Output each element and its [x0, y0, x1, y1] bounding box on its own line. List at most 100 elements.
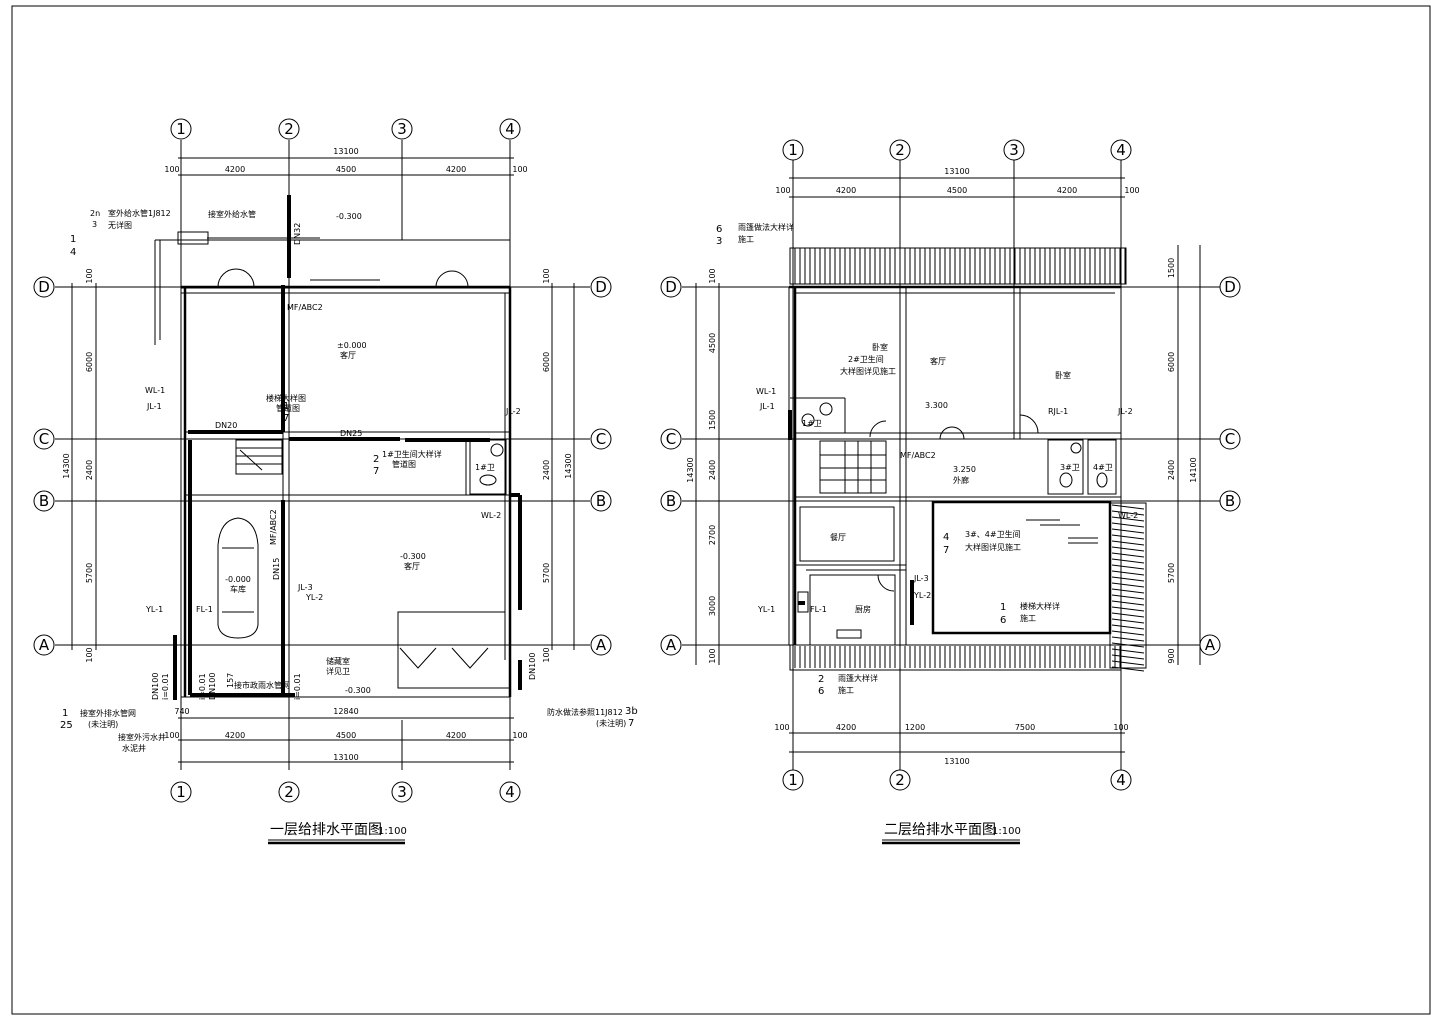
axis-label: B [1225, 492, 1235, 510]
hatch-line [1111, 570, 1145, 576]
hatch-line [1111, 660, 1145, 666]
dimensions-left: 14300 100 4500 1500 2400 2700 3000 100 [686, 268, 720, 665]
dimensions-right: 14300 100 6000 2400 5700 100 [542, 268, 575, 663]
note: 雨篷做法大样详 [738, 222, 794, 232]
ref-number: 3b [625, 706, 638, 717]
annotations: 卧室 2#卫生间 大样图详见施工 客厅 卧室 3.300 3.250 外廊 MF… [716, 222, 1138, 697]
ref-number: 6 [818, 686, 824, 697]
dim: 2700 [708, 525, 717, 545]
dim: 100 [774, 723, 789, 732]
axis-label: C [1225, 430, 1235, 448]
ref-number: 1 [62, 708, 68, 719]
scale: 1:100 [378, 826, 407, 837]
dim: 4200 [1057, 186, 1077, 195]
note: 施工 [1020, 613, 1036, 623]
elevation: -0.000 [225, 575, 251, 584]
dim: 2400 [708, 460, 717, 480]
hatch-line [1111, 546, 1145, 552]
dim: 100 [1124, 186, 1139, 195]
dim: 4200 [225, 165, 245, 174]
pipes [173, 195, 522, 700]
dim: 100 [775, 186, 790, 195]
toilet-label: 4#卫 [1093, 463, 1113, 472]
note: 接室外污水井 [118, 732, 166, 742]
axis-label: 2 [895, 771, 905, 789]
note: 防水做法参照11J812 [547, 707, 623, 717]
ref-number: 2n [90, 209, 100, 218]
axis-label: B [596, 492, 606, 510]
dim: 100 [85, 647, 94, 662]
elevation: ±0.000 [337, 341, 367, 350]
dim: 740 [174, 707, 189, 716]
pipe-label: i=0.01 [161, 673, 170, 700]
dim: 100 [708, 648, 717, 663]
pipes [788, 410, 914, 625]
hatch-line [1111, 576, 1145, 582]
axis-label: 2 [895, 141, 905, 159]
room-name: 客厅 [340, 350, 356, 360]
toilet-label: 3#卫 [1060, 463, 1080, 472]
pipe-label: JL-2 [505, 407, 521, 416]
note: 3#、4#卫生间 [965, 529, 1021, 539]
note: 接室外排水管网 [80, 708, 136, 718]
note: 大样图详见施工 [840, 366, 896, 376]
note: 雨篷大样详 [838, 673, 878, 683]
dim: 6000 [85, 352, 94, 372]
pipe-label: FL-1 [196, 605, 213, 614]
walls [154, 231, 512, 698]
dim-total: 14300 [62, 453, 71, 478]
hatch-line [1111, 504, 1145, 510]
hatch-line [1111, 624, 1145, 630]
room-name: 客厅 [930, 356, 946, 366]
axis-label: 3 [1009, 141, 1019, 159]
elevation: 3.250 [953, 465, 976, 474]
note: 楼梯大样图 [266, 393, 306, 403]
hatch-line [1111, 636, 1145, 642]
pipe-label: DN20 [215, 421, 237, 430]
dim: 4200 [225, 731, 245, 740]
scale: 1:100 [992, 826, 1021, 837]
dim: 4200 [836, 186, 856, 195]
hatch-line [1111, 582, 1145, 588]
dim-total: 14300 [564, 453, 573, 478]
pipe-label: JL-3 [297, 583, 313, 592]
dim: 100 [512, 165, 527, 174]
dimensions-top: 13100 100 4200 4500 4200 100 [164, 147, 528, 176]
pipe-label: JL-2 [1117, 407, 1133, 416]
note: 大样图详见施工 [965, 542, 1021, 552]
annotations: -0.300 ±0.000 客厅 -0.300 客厅 -0.300 MF/ABC… [60, 208, 638, 753]
pipe-label: 157 [226, 673, 235, 688]
dimensions-left: 14300 100 6000 2400 5700 100 [62, 268, 97, 663]
ref-number: 3 [92, 220, 97, 229]
hatch-line [1111, 618, 1145, 624]
pipe-label: YL-1 [757, 605, 775, 614]
pipe-label: JL-1 [146, 402, 162, 411]
dim: 100 [164, 165, 179, 174]
dim: 100 [1113, 723, 1128, 732]
hatch-line [1111, 594, 1145, 600]
pipe-label: MF/ABC2 [900, 451, 936, 460]
dim: 4500 [947, 186, 967, 195]
pipe-label: MF/ABC2 [287, 303, 323, 312]
axis-label: A [39, 636, 50, 654]
pipe-label: i=0.01 [293, 673, 302, 700]
doors [217, 268, 489, 669]
ref-number: 7 [943, 545, 949, 556]
axis-label: D [38, 278, 50, 296]
dim: 6000 [542, 352, 551, 372]
hatch-line [1111, 510, 1145, 516]
note: 接市政雨水管网 [234, 680, 290, 690]
axis-label: 2 [284, 120, 294, 138]
axis-label: A [666, 636, 677, 654]
hatch-line [1111, 648, 1145, 654]
pipe-label: YL-2 [913, 591, 931, 600]
note: 1#卫生间大样详 [382, 449, 442, 459]
room-name: 车库 [230, 584, 246, 594]
note: 接室外给水管 [208, 209, 256, 219]
title: 一层给排水平面图 [270, 822, 382, 838]
balcony-hatching [789, 248, 1145, 672]
note: (未注明) [88, 719, 118, 729]
pipe-label: DN25 [340, 429, 362, 438]
dimensions-bottom: 100 4200 1200 7500 100 13100 [774, 723, 1128, 766]
pipe-label: FL-1 [810, 605, 827, 614]
